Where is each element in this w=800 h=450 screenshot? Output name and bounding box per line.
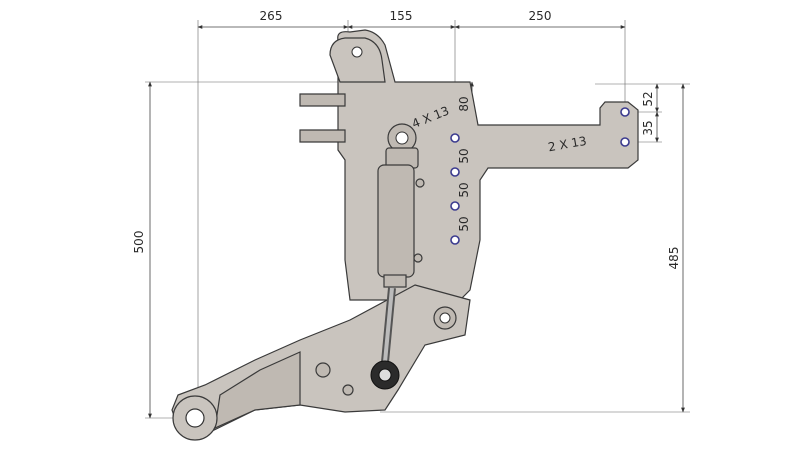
grease-nipple (342, 384, 354, 396)
lower-arm (171, 284, 471, 433)
dim-500: 500 (132, 231, 146, 254)
dim-80: 80 (457, 96, 471, 111)
dim-155: 155 (390, 9, 413, 23)
dim-250: 250 (529, 9, 552, 23)
bolt-head (315, 362, 331, 378)
dim-50-a: 50 (457, 148, 471, 163)
dim-35: 35 (641, 120, 655, 135)
dim-50-c: 50 (457, 216, 471, 231)
cylinder-barrel (377, 164, 415, 278)
dim-485: 485 (667, 247, 681, 270)
mount-tab-lower (299, 129, 346, 143)
top-ear (329, 37, 386, 83)
dim-52: 52 (641, 91, 655, 106)
hydraulic-cylinder (370, 123, 425, 390)
callout-2x13: 2 X 13 (547, 134, 588, 155)
ear-hole (351, 46, 363, 58)
arm-eye-hole (185, 408, 205, 428)
dim-50-b: 50 (457, 182, 471, 197)
dim-265: 265 (260, 9, 283, 23)
pivot-hole (439, 312, 451, 324)
mounting-holes (450, 107, 630, 245)
mount-tab-upper (299, 93, 346, 107)
